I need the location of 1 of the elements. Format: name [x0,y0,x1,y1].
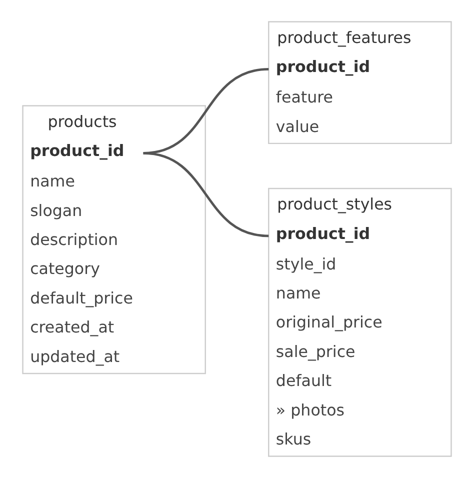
connector [143,152,269,238]
